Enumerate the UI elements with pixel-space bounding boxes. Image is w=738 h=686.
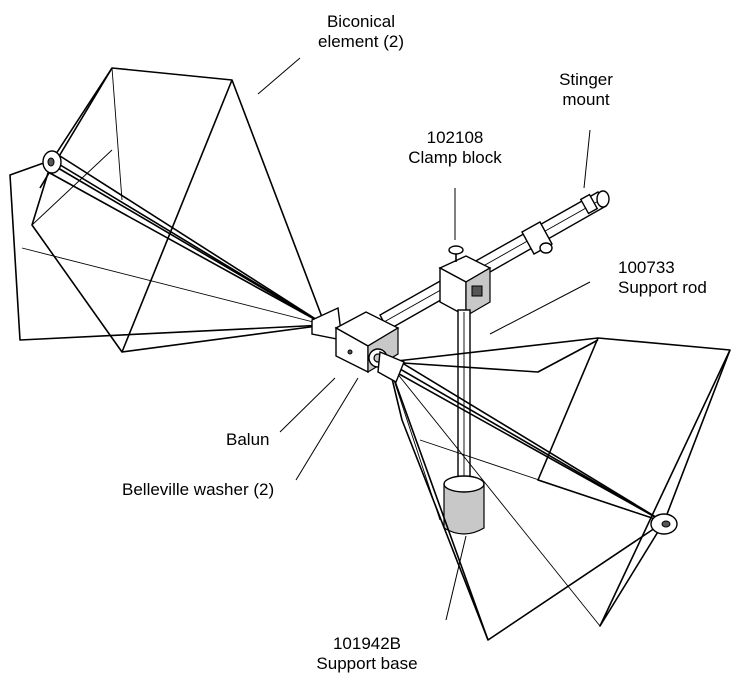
label-clamp-line1: 102108: [426, 128, 484, 147]
label-support-base-line1: 101942B: [332, 634, 402, 653]
leader-balun: [279, 377, 336, 433]
right-biconical-element: [377, 337, 731, 641]
leader-support-rod: [489, 281, 591, 335]
leader-stinger: [583, 129, 591, 189]
label-clamp-line2: Clamp block: [408, 148, 502, 167]
label-support-rod-line2: Support rod: [618, 278, 707, 297]
leader-biconical: [257, 57, 301, 95]
label-stinger-mount: Stinger mount: [536, 70, 636, 110]
leader-support-base: [445, 535, 467, 621]
balun-part: [334, 311, 400, 374]
label-stinger-line2: mount: [562, 90, 610, 109]
boom-rod: [379, 190, 610, 331]
label-biconical-element: Biconical element (2): [306, 12, 416, 52]
label-support-rod-line1: 100733: [618, 258, 675, 277]
leader-belleville: [295, 377, 359, 481]
label-support-base-line2: Support base: [316, 654, 418, 673]
label-stinger-line1: Stinger: [559, 70, 613, 89]
label-biconical-line2: element (2): [318, 32, 404, 51]
label-belleville-washer: Belleville washer (2): [122, 480, 275, 499]
label-support-base: 101942B Support base: [300, 634, 434, 674]
leader-lines: [257, 57, 591, 621]
label-biconical-line1: Biconical: [326, 12, 396, 31]
support-base-part: [443, 475, 485, 535]
left-biconical-element: [9, 67, 343, 353]
label-support-rod: 100733 Support rod: [618, 258, 707, 298]
label-balun: Balun: [226, 430, 270, 449]
label-clamp-block: 102108 Clamp block: [388, 128, 522, 168]
